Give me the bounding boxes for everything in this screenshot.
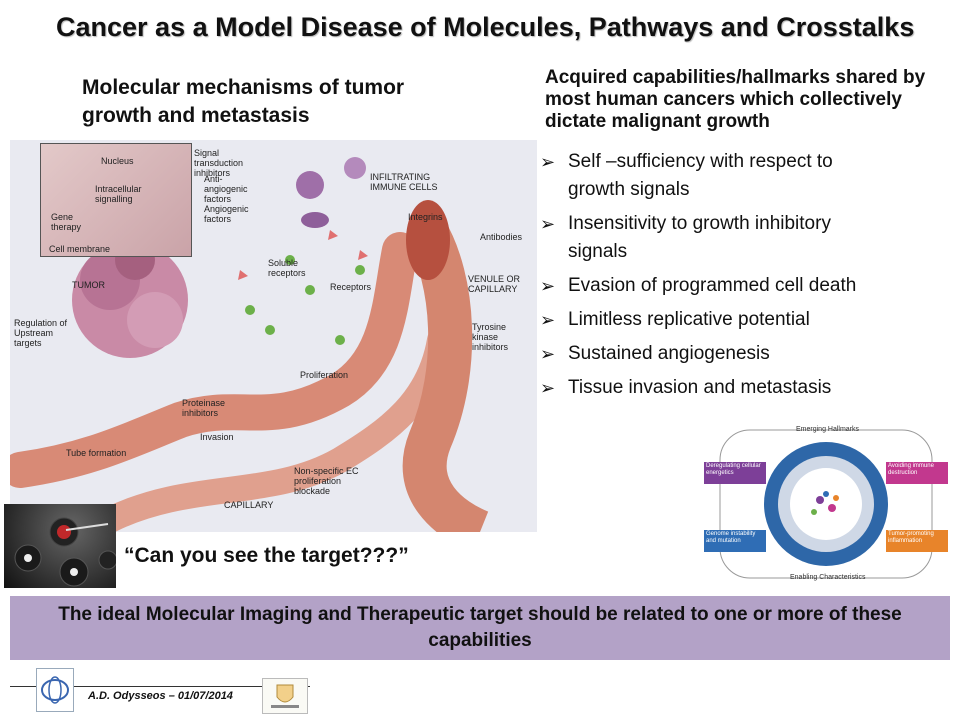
hallmark-box: Deregulating cellular energetics [704, 462, 766, 484]
institute-logo [36, 668, 74, 712]
hallmark-box: Avoiding immune destruction [886, 462, 948, 484]
left-heading: Molecular mechanisms of tumor growth and… [82, 76, 405, 127]
illustration-drawing [10, 157, 489, 532]
hallmark-box: Genome instability and mutation [704, 530, 766, 552]
dartboard-icon [14, 517, 116, 587]
tumor-mechanisms-illustration: Nucleus Intracellular signalling Gene th… [10, 140, 537, 532]
list-item: ➢Insensitivity to growth inhibitory sign… [538, 210, 868, 266]
hallmarks-list: ➢Self –sufficiency with respect to growt… [538, 148, 868, 408]
target-quote: “Can you see the target???” [124, 544, 409, 567]
coat-of-arms-icon [271, 684, 299, 708]
target-photo [4, 504, 116, 588]
hallmarks-wheel [719, 429, 933, 579]
hallmarks-diagram: Emerging Hallmarks Enabling Characterist… [700, 420, 952, 584]
arrow-bullet-icon: ➢ [540, 344, 556, 364]
list-item: ➢Sustained angiogenesis [538, 340, 868, 368]
arrow-bullet-icon: ➢ [540, 214, 556, 234]
arrow-bullet-icon: ➢ [540, 276, 556, 296]
arrow-bullet-icon: ➢ [540, 152, 556, 172]
list-item: ➢Self –sufficiency with respect to growt… [538, 148, 868, 204]
government-logo [262, 678, 308, 714]
slide-title: Cancer as a Model Disease of Molecules, … [56, 12, 915, 42]
footer-divider [10, 686, 310, 687]
globe-logo-icon [41, 676, 69, 704]
list-item: ➢Tissue invasion and metastasis [538, 374, 868, 402]
footer-author: A.D. Odysseos – 01/07/2014 [88, 690, 233, 702]
list-item: ➢Limitless replicative potential [538, 306, 868, 334]
arrow-bullet-icon: ➢ [540, 378, 556, 398]
conclusion-banner: The ideal Molecular Imaging and Therapeu… [10, 596, 950, 660]
right-heading: Acquired capabilities/hallmarks shared b… [545, 67, 926, 132]
hallmark-box: Tumor-promoting inflammation [886, 530, 948, 552]
arrow-bullet-icon: ➢ [540, 310, 556, 330]
list-item: ➢Evasion of programmed cell death [538, 272, 868, 300]
cell-signalling-inset: Nucleus Intracellular signalling Gene th… [40, 143, 192, 257]
